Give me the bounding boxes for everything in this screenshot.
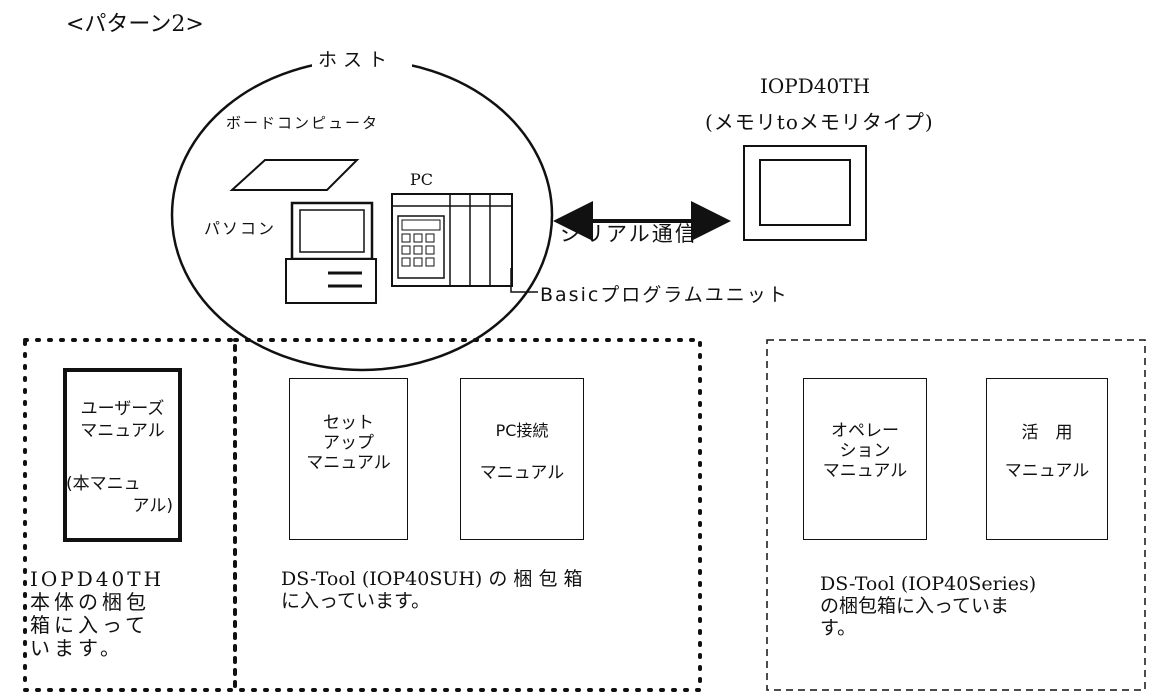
board-computer-label: ボードコンピュータ <box>226 114 380 132</box>
manual-setup-line-1: セット <box>323 413 374 433</box>
manual-application-line-1: 活 用 <box>1021 423 1073 443</box>
host-label: ホスト <box>318 49 394 71</box>
manual-setup-line-2: アップ <box>323 433 374 453</box>
manual-users-line-5: アル) <box>132 496 173 516</box>
group-3-caption-line-2: の梱包箱に入っていま <box>820 595 1010 617</box>
board-computer-shape <box>229 159 360 191</box>
manual-operation-line-1: オペレー <box>831 421 899 441</box>
device-name: IOPD40TH <box>760 74 871 98</box>
group-box-3 <box>766 339 1146 691</box>
pc-icon <box>391 193 538 293</box>
group-1-caption-line-2: 本体の梱包 <box>30 590 150 614</box>
manual-application <box>986 378 1108 540</box>
manual-users <box>63 368 182 542</box>
device-type: (メモリtoメモリタイプ) <box>705 110 934 134</box>
manual-setup-line-3: マニュアル <box>306 453 391 473</box>
manual-pc-connection-line-1: PC接続 <box>495 421 549 440</box>
basic-unit-label: Basicプログラムユニット <box>540 284 789 306</box>
group-1-caption-line-1: IOPD40TH <box>30 567 165 591</box>
manual-setup <box>289 378 408 540</box>
manual-pc-connection <box>460 378 584 540</box>
manual-operation-line-3: マニュアル <box>822 461 908 481</box>
manual-operation <box>803 378 927 540</box>
group-1-caption-line-3: 箱に入って <box>30 613 149 637</box>
personal-computer-label: パソコン <box>204 219 277 238</box>
manual-users-line-2: マニュアル <box>80 421 165 441</box>
serial-link-label: シリアル通信 <box>560 222 698 246</box>
group-1-caption-line-4: います。 <box>30 636 124 660</box>
device-icon <box>743 145 867 241</box>
group-3-caption-line-3: す。 <box>820 617 857 639</box>
group-box-2 <box>233 338 702 692</box>
group-2-caption-line-1: DS-Tool (IOP40SUH) の 梱 包 箱 <box>281 568 583 590</box>
group-3-caption-line-1: DS-Tool (IOP40Series) <box>820 573 1037 595</box>
pattern-title: <パターン2> <box>66 12 204 37</box>
group-2-caption-line-2: に入っています。 <box>281 590 431 612</box>
manual-users-line-4: (本マニュ <box>66 474 141 494</box>
manual-application-line-3: マニュアル <box>1004 461 1090 481</box>
pc-label: PC <box>410 170 434 189</box>
manual-operation-line-2: ション <box>839 441 891 461</box>
manual-pc-connection-line-3: マニュアル <box>479 463 565 483</box>
personal-computer-icon <box>285 201 377 304</box>
manual-users-line-1: ユーザーズ <box>80 399 165 419</box>
